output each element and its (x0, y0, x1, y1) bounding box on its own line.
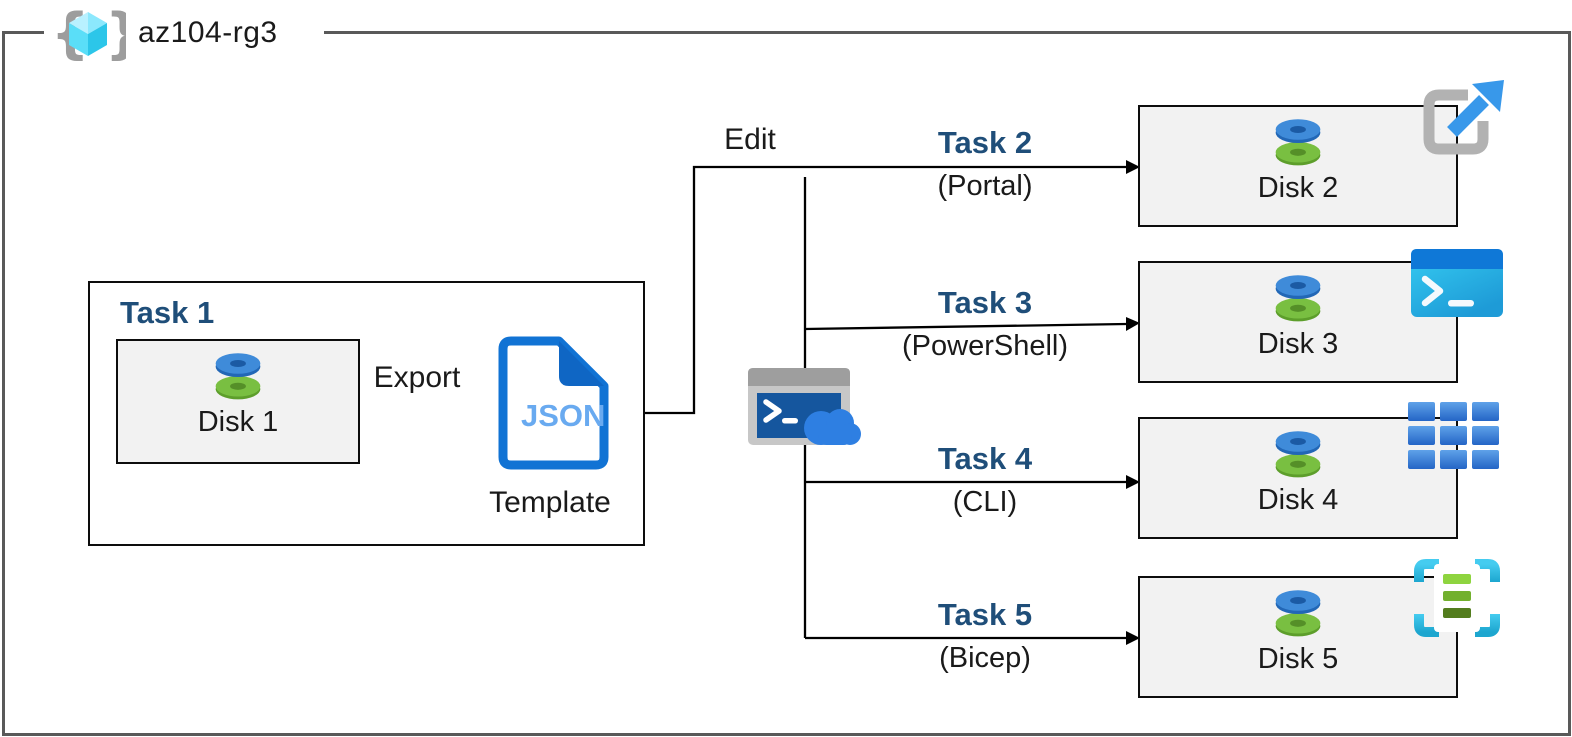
task5-method: (Bicep) (939, 642, 1031, 674)
cube-glyph (69, 12, 107, 56)
disk3-box: Disk 3 (1138, 261, 1458, 383)
template-label: Template (489, 486, 611, 519)
task3-arrowhead (1126, 317, 1140, 331)
task4-label: Task 4 (937, 441, 1033, 476)
cloud-shell-icon (748, 368, 861, 445)
task3-branch-line (804, 322, 1127, 331)
cli-icon (1408, 402, 1499, 469)
task3-label: Task 3 (937, 285, 1033, 320)
task4-method: (CLI) (952, 486, 1018, 518)
json-file-text: JSON (521, 398, 605, 433)
task4-arrowhead (1126, 475, 1140, 489)
task2-method: (Portal) (937, 170, 1033, 202)
export-label: Export (373, 361, 461, 394)
managed-disk-icon (215, 353, 261, 400)
powershell-icon (1411, 249, 1503, 317)
edit-label: Edit (724, 123, 776, 156)
resource-group-icon: { } (51, 3, 126, 65)
disk5-box: Disk 5 (1138, 576, 1458, 698)
managed-disk-icon (1275, 431, 1321, 478)
disk-label: Disk 1 (197, 406, 279, 438)
cloud-glyph (804, 409, 861, 445)
json-file-icon: JSON (498, 336, 609, 470)
task1-title: Task 1 (120, 295, 215, 330)
resource-group-name: az104-rg3 (138, 16, 278, 49)
edit-connector-line (645, 165, 1126, 415)
task5-label: Task 5 (937, 597, 1033, 632)
task2-label: Task 2 (937, 125, 1033, 160)
managed-disk-icon (1275, 590, 1321, 637)
task5-arrowhead (1126, 631, 1140, 645)
resource-group-frame (2, 31, 1571, 736)
bicep-icon (1414, 559, 1500, 637)
disk-label: Disk 2 (1257, 172, 1339, 204)
task3-method: (PowerShell) (902, 330, 1068, 362)
managed-disk-icon (1275, 119, 1321, 166)
portal-icon (1423, 80, 1504, 155)
svg-text:}: } (105, 3, 126, 65)
disk4-box: Disk 4 (1138, 417, 1458, 539)
task2-arrowhead (1126, 160, 1140, 174)
managed-disk-icon (1275, 275, 1321, 322)
disk-label: Disk 4 (1257, 484, 1339, 516)
disk2-box: Disk 2 (1138, 105, 1458, 227)
disk-label: Disk 5 (1257, 643, 1339, 675)
disk1-box: Disk 1 (116, 339, 360, 464)
disk-label: Disk 3 (1257, 328, 1339, 360)
